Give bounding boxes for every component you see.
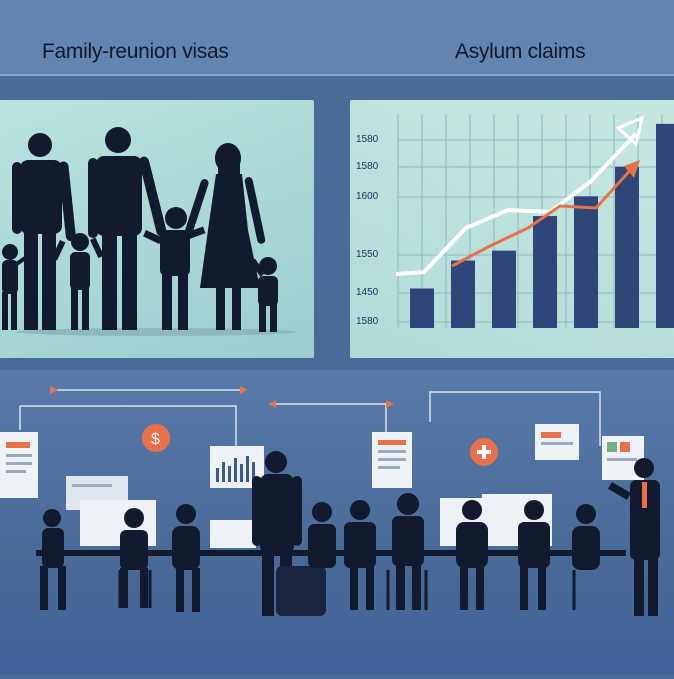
adult-silhouette-man-2 — [88, 127, 167, 330]
child-silhouette-right — [249, 257, 278, 332]
chart-trend-lines — [395, 115, 645, 276]
dollar-badge: $ — [142, 424, 170, 452]
bar — [574, 196, 598, 328]
person-seated — [392, 493, 424, 610]
trend-line-white — [395, 132, 638, 276]
header-divider — [0, 74, 674, 76]
bar-chart — [395, 114, 674, 328]
flow-connectors — [19, 389, 601, 446]
tie — [642, 482, 647, 508]
person-seated — [172, 504, 200, 612]
person-seated — [572, 504, 600, 570]
arrow-icon — [50, 386, 58, 394]
child-silhouette-3 — [143, 207, 206, 330]
bar — [451, 260, 475, 328]
y-tick-label: 1580 — [356, 316, 379, 327]
y-tick-label: 1450 — [356, 287, 379, 298]
bar — [410, 288, 434, 328]
person-presenting — [608, 458, 660, 616]
bar — [492, 250, 516, 328]
family-silhouettes — [2, 127, 296, 336]
office-people — [40, 451, 660, 616]
person-seated — [308, 502, 336, 568]
ground-shadow — [16, 328, 296, 336]
child-silhouette-2 — [51, 233, 104, 330]
dollar-icon — [142, 424, 170, 452]
asylum-chart-panel: 1580 1580 1600 1550 1450 1580 — [350, 100, 674, 358]
arrow-icon — [386, 400, 394, 408]
arrowhead-white — [615, 115, 645, 147]
office-illustration: $ — [0, 386, 660, 616]
bar — [533, 216, 557, 328]
document-card-center — [372, 432, 412, 488]
person-seated — [344, 500, 376, 610]
y-tick-label: 1600 — [356, 191, 379, 202]
monitor — [210, 520, 256, 548]
adult-silhouette-man-1 — [12, 133, 76, 330]
svg-text:$: $ — [151, 431, 160, 448]
y-tick-label: 1580 — [356, 161, 379, 172]
document-card-left — [0, 432, 38, 498]
adult-silhouette-woman — [183, 143, 266, 330]
connector-arrowheads — [50, 386, 394, 408]
asylum-claims-title: Asylum claims — [455, 40, 586, 63]
chairs — [118, 570, 576, 610]
person-standing-with-suitcase — [252, 451, 326, 616]
plus-badge — [470, 438, 498, 466]
person-seated — [456, 500, 488, 610]
family-panel — [0, 100, 314, 358]
arrowhead-orange — [624, 160, 640, 178]
bar — [656, 123, 674, 328]
family-reunion-title: Family-reunion visas — [42, 40, 229, 63]
person-seated — [518, 500, 550, 610]
y-tick-label: 1550 — [356, 249, 379, 260]
document-card-right-1 — [535, 424, 579, 460]
arrow-icon — [268, 400, 276, 408]
chart-bars — [410, 123, 674, 328]
y-tick-label: 1580 — [356, 134, 379, 145]
bar — [615, 166, 639, 328]
suitcase — [276, 566, 326, 616]
trend-line-orange — [451, 164, 636, 268]
person-seated — [120, 508, 148, 608]
office-scene: $ — [0, 370, 674, 674]
child-silhouette-left — [2, 244, 27, 330]
header-band — [0, 0, 674, 76]
person-seated — [40, 509, 66, 610]
arrow-icon — [240, 386, 248, 394]
